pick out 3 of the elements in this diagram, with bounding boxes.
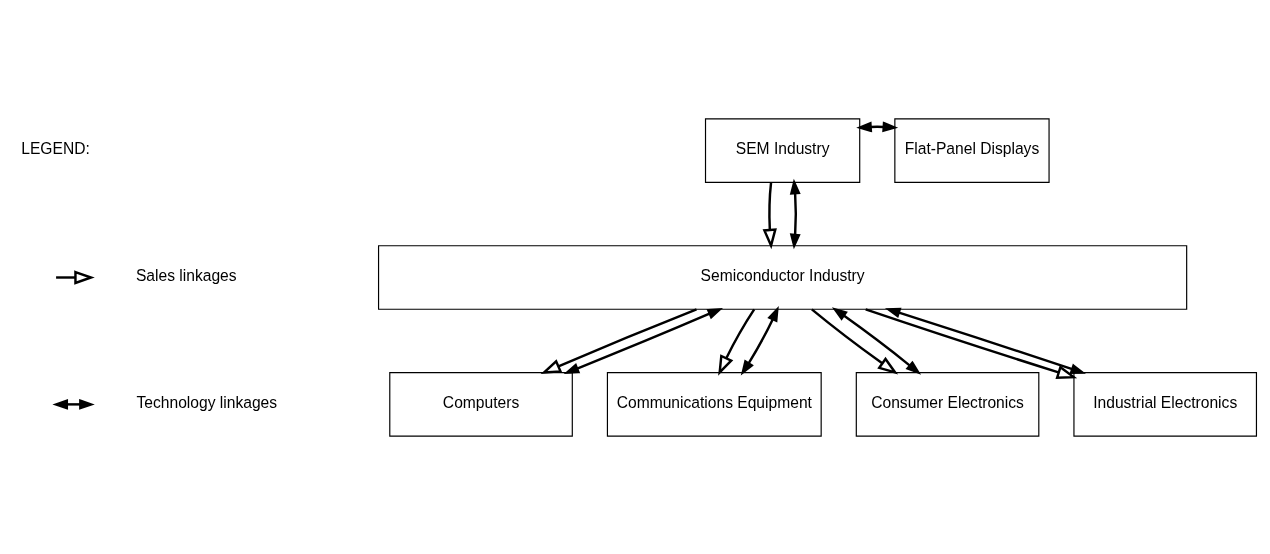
legend-label: Sales linkages [135,266,237,284]
label: LEGEND: [21,139,90,157]
legend-label: Technology linkages [136,393,278,411]
